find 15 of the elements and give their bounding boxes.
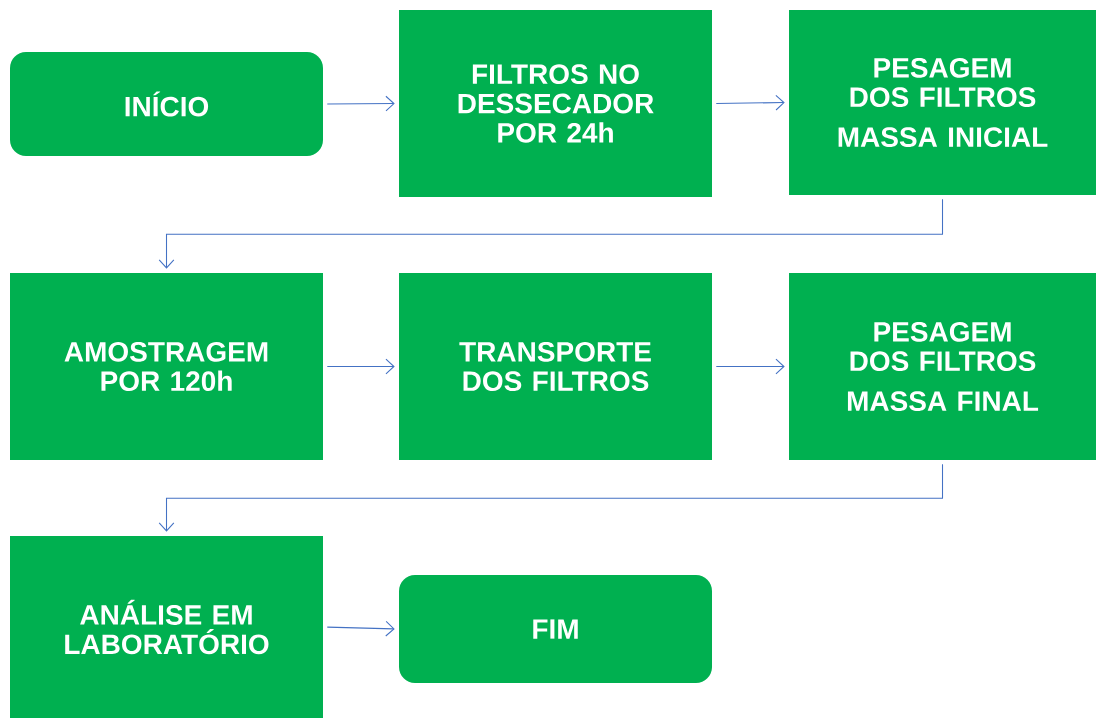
process-box: ANÁLISE EM LABORATÓRIO [10, 536, 323, 718]
process-box: TRANSPORTE DOS FILTROS [399, 273, 712, 460]
process-box: FIM [399, 575, 712, 683]
arrow [326, 358, 395, 375]
arrow [158, 198, 944, 269]
arrow [326, 620, 395, 637]
process-box: PESAGEM DOS FILTROS MASSA FINAL [789, 273, 1096, 460]
arrow [158, 463, 944, 532]
arrow [326, 95, 395, 112]
process-box: AMOSTRAGEM POR 120h [10, 273, 323, 460]
arrow [715, 94, 785, 111]
process-box: INÍCIO [10, 52, 323, 156]
process-box: PESAGEM DOS FILTROS MASSA INICIAL [789, 10, 1096, 195]
arrow [715, 358, 785, 375]
process-box: FILTROS NO DESSECADOR POR 24h [399, 10, 712, 197]
